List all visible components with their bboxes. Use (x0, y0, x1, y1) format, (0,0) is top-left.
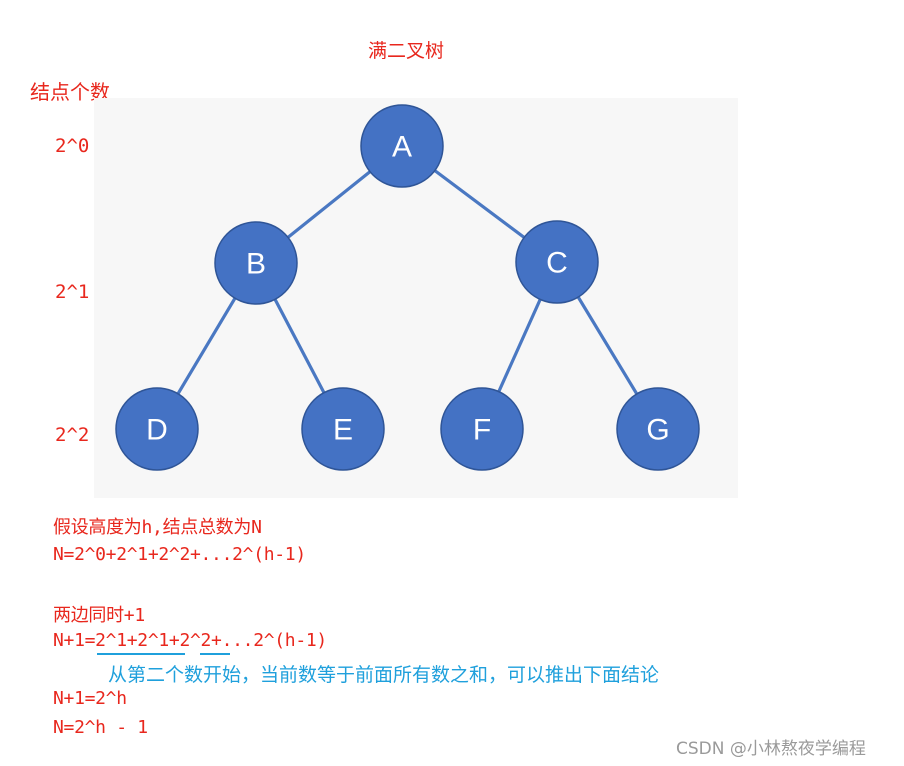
sum-formula: N=2^0+2^1+2^2+...2^(h-1) (53, 544, 306, 565)
node-circle-d (115, 387, 199, 471)
node-label-d: D (146, 414, 168, 447)
watermark: CSDN @小林熬夜学编程 (676, 739, 866, 759)
tree-node-f: F (440, 387, 524, 471)
node-circle-g (616, 387, 700, 471)
node-label-g: G (646, 414, 669, 447)
result-formula-2: N=2^h - 1 (53, 717, 148, 738)
assumption-text: 假设高度为h,结点总数为N (53, 517, 262, 538)
underline-first-terms (97, 653, 185, 655)
level-0-count: 2^0 (55, 135, 90, 157)
tree-canvas: A B C D E F G (115, 104, 700, 471)
add-one-text: 两边同时+1 (53, 605, 145, 626)
node-label-e: E (333, 414, 353, 447)
level-1-count: 2^1 (55, 281, 90, 303)
result-formula-1: N+1=2^h (53, 688, 127, 709)
node-label-f: F (473, 414, 491, 447)
node-circle-f (440, 387, 524, 471)
node-label-c: C (546, 247, 568, 280)
node-circle-e (301, 387, 385, 471)
node-circle-b (214, 221, 298, 305)
full-binary-tree-diagram: A B C D E F G (94, 98, 738, 498)
node-label-b: B (246, 248, 266, 281)
explanation-note: 从第二个数开始，当前数等于前面所有数之和，可以推出下面结论 (108, 664, 660, 686)
tree-node-g: G (616, 387, 700, 471)
tree-node-d: D (115, 387, 199, 471)
sum-plus-one-formula: N+1=2^1+2^1+2^2+...2^(h-1) (53, 630, 327, 651)
underline-third-term (200, 653, 230, 655)
tree-node-a: A (360, 104, 444, 188)
tree-node-c: C (515, 220, 599, 304)
diagram-title: 满二叉树 (368, 40, 445, 62)
node-circle-a (360, 104, 444, 188)
node-circle-c (515, 220, 599, 304)
level-2-count: 2^2 (55, 424, 90, 446)
tree-node-b: B (214, 221, 298, 305)
node-label-a: A (392, 131, 412, 164)
tree-node-e: E (301, 387, 385, 471)
